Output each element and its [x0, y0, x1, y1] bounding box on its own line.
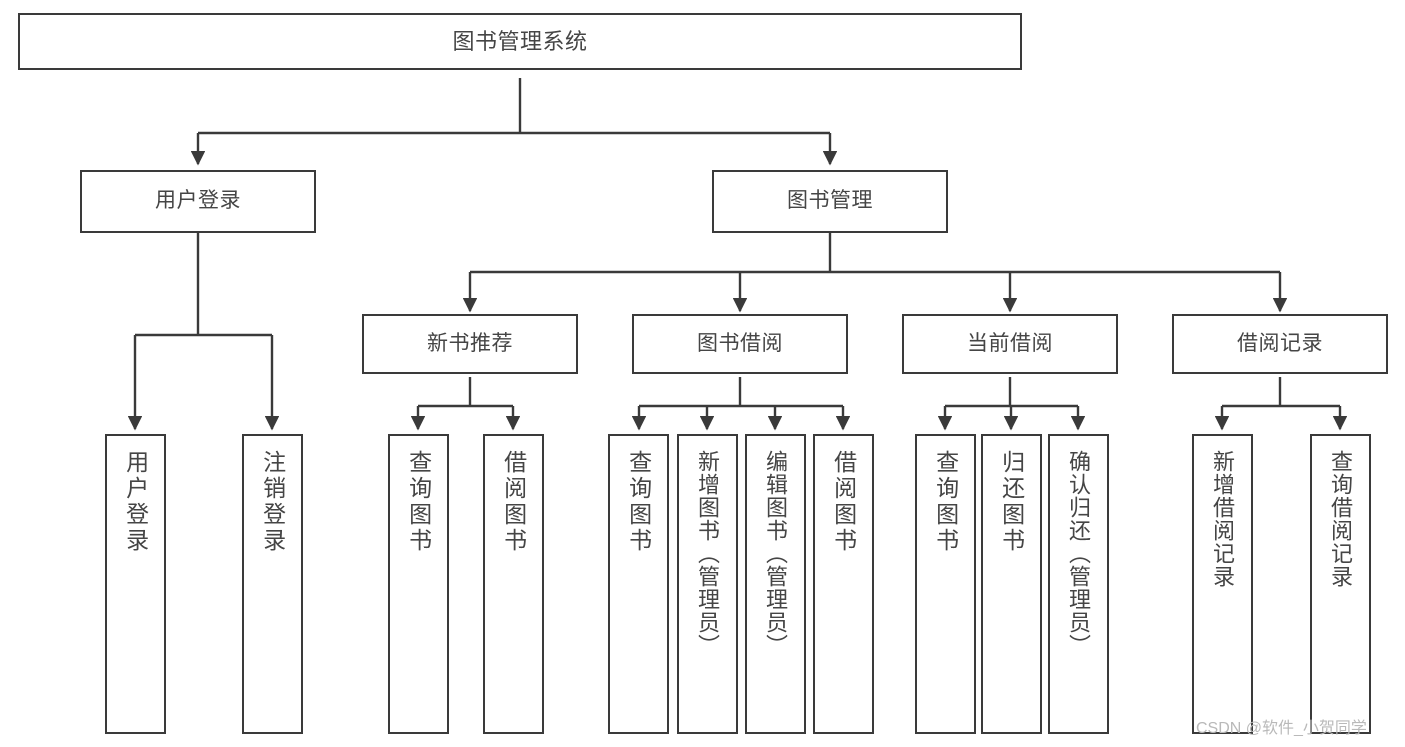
node-label: 注销登录 — [259, 450, 286, 554]
leaf-current-return-book[interactable]: 归还图书 — [981, 434, 1042, 734]
node-label: 借阅记录 — [1237, 331, 1323, 355]
node-label: 图书借阅 — [697, 331, 783, 355]
node-label: 借阅图书 — [500, 450, 527, 554]
node-label: 用户登录 — [155, 189, 241, 213]
leaf-borrow-query-book[interactable]: 查询图书 — [608, 434, 669, 734]
node-label: 新书推荐 — [427, 331, 513, 355]
leaf-borrow-add-book-admin[interactable]: 新增图书（管理员） — [677, 434, 738, 734]
node-label: 新增图书（管理员） — [695, 450, 721, 657]
leaf-recommend-query-book[interactable]: 查询图书 — [388, 434, 449, 734]
node-label: 查询借阅记录 — [1328, 450, 1354, 588]
leaf-user-logout[interactable]: 注销登录 — [242, 434, 303, 734]
leaf-recommend-borrow-book[interactable]: 借阅图书 — [483, 434, 544, 734]
leaf-borrow-edit-book-admin[interactable]: 编辑图书（管理员） — [745, 434, 806, 734]
leaf-borrow-borrow-book[interactable]: 借阅图书 — [813, 434, 874, 734]
leaf-current-query-book[interactable]: 查询图书 — [915, 434, 976, 734]
node-new-book-recommend[interactable]: 新书推荐 — [362, 314, 578, 374]
node-label: 图书管理系统 — [452, 28, 588, 54]
node-book-management[interactable]: 图书管理 — [712, 170, 948, 233]
node-book-borrow[interactable]: 图书借阅 — [632, 314, 848, 374]
node-label: 图书管理 — [787, 189, 873, 213]
node-user-login[interactable]: 用户登录 — [80, 170, 316, 233]
node-label: 查询图书 — [932, 450, 959, 554]
node-label: 查询图书 — [625, 450, 652, 554]
node-label: 当前借阅 — [967, 331, 1053, 355]
node-label: 新增借阅记录 — [1210, 450, 1236, 588]
leaf-record-query-borrow-record[interactable]: 查询借阅记录 — [1310, 434, 1371, 734]
node-label: 确认归还（管理员） — [1066, 450, 1092, 657]
node-label: 编辑图书（管理员） — [763, 450, 789, 657]
node-current-borrow[interactable]: 当前借阅 — [902, 314, 1118, 374]
node-root-book-management-system[interactable]: 图书管理系统 — [18, 13, 1022, 70]
node-borrow-record[interactable]: 借阅记录 — [1172, 314, 1388, 374]
node-label: 借阅图书 — [830, 450, 857, 554]
leaf-user-login[interactable]: 用户登录 — [105, 434, 166, 734]
node-label: 归还图书 — [998, 450, 1025, 554]
leaf-current-confirm-return-admin[interactable]: 确认归还（管理员） — [1048, 434, 1109, 734]
watermark: CSDN @软件_小贺同学 — [1196, 720, 1367, 737]
node-label: 查询图书 — [405, 450, 432, 554]
node-label: 用户登录 — [122, 450, 149, 554]
leaf-record-add-borrow-record[interactable]: 新增借阅记录 — [1192, 434, 1253, 734]
